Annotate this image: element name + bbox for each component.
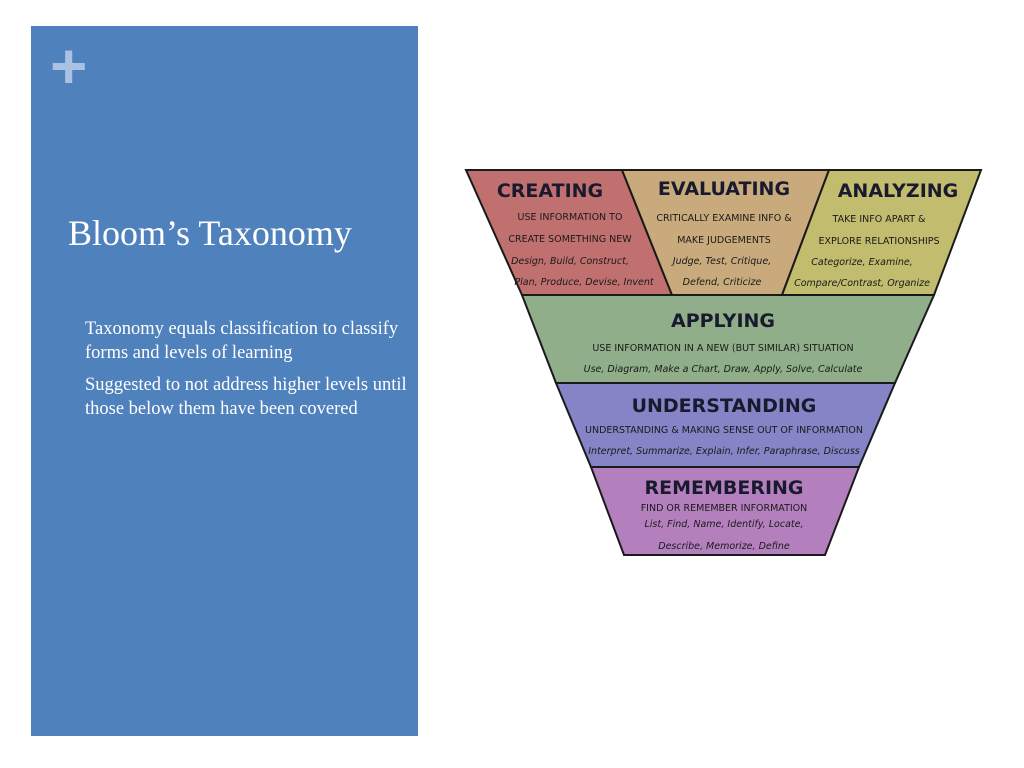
creating-verbs: Plan, Produce, Devise, Invent [514, 277, 654, 288]
level-creating: CREATING USE INFORMATION TO CREATE SOMET… [464, 169, 674, 296]
level-understanding: UNDERSTANDING UNDERSTANDING & MAKING SEN… [554, 382, 897, 468]
slide-sidebar: + Bloom’s Taxonomy Taxonomy equals class… [31, 26, 418, 736]
creating-verbs: Design, Build, Construct, [511, 256, 629, 267]
evaluating-verbs: Defend, Criticize [683, 277, 762, 288]
plus-icon: + [50, 30, 88, 102]
creating-title: CREATING [497, 180, 603, 202]
applying-desc: USE INFORMATION IN A NEW (BUT SIMILAR) S… [592, 343, 853, 354]
evaluating-title: EVALUATING [658, 178, 790, 200]
bullet-list: Taxonomy equals classification to classi… [85, 317, 410, 429]
analyzing-verbs: Compare/Contrast, Organize [794, 278, 930, 289]
remembering-verbs: List, Find, Name, Identify, Locate, [645, 519, 804, 530]
analyzing-verbs: Categorize, Examine, [811, 257, 913, 268]
understanding-title: UNDERSTANDING [632, 395, 817, 417]
bullet-item: Suggested to not address higher levels u… [85, 375, 407, 419]
remembering-verbs: Describe, Memorize, Define [658, 541, 790, 552]
analyzing-desc: TAKE INFO APART & [832, 214, 927, 225]
level-remembering: REMEMBERING FIND OR REMEMBER INFORMATION… [589, 466, 861, 556]
applying-verbs: Use, Diagram, Make a Chart, Draw, Apply,… [584, 364, 863, 375]
remembering-shape [589, 466, 861, 556]
bullet-item: Taxonomy equals classification to classi… [85, 319, 399, 363]
evaluating-desc: CRITICALLY EXAMINE INFO & [656, 213, 792, 224]
level-applying: APPLYING USE INFORMATION IN A NEW (BUT S… [520, 294, 936, 384]
analyzing-title: ANALYZING [838, 180, 959, 202]
blooms-taxonomy-diagram: CREATING USE INFORMATION TO CREATE SOMET… [464, 169, 983, 556]
remembering-title: REMEMBERING [644, 477, 803, 499]
slide-title: Bloom’s Taxonomy [68, 213, 352, 253]
analyzing-desc: EXPLORE RELATIONSHIPS [818, 236, 939, 247]
understanding-verbs: Interpret, Summarize, Explain, Infer, Pa… [588, 446, 860, 457]
creating-desc: USE INFORMATION TO [518, 212, 623, 223]
evaluating-desc: MAKE JUDGEMENTS [677, 235, 771, 246]
creating-desc: CREATE SOMETHING NEW [508, 234, 632, 245]
applying-title: APPLYING [671, 310, 775, 332]
evaluating-verbs: Judge, Test, Critique, [671, 256, 771, 267]
understanding-desc: UNDERSTANDING & MAKING SENSE OUT OF INFO… [585, 425, 863, 436]
level-evaluating: EVALUATING CRITICALLY EXAMINE INFO & MAK… [620, 169, 831, 296]
remembering-desc: FIND OR REMEMBER INFORMATION [641, 503, 808, 514]
